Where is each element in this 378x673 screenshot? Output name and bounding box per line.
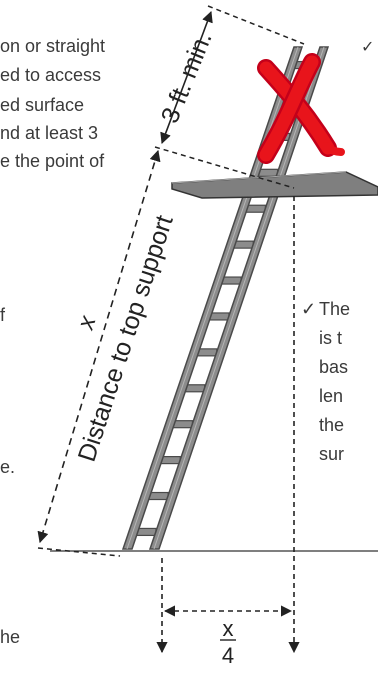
ground-extension-line — [37, 547, 121, 557]
top-support-platform — [171, 171, 378, 199]
ladder-rung — [221, 276, 242, 285]
ladder-rung — [160, 456, 181, 465]
distance-dimension-arrow — [37, 149, 161, 544]
right-text-line-1: The — [319, 299, 351, 319]
ladder-rung — [257, 168, 279, 177]
x-variable-label: x — [72, 312, 102, 334]
offset-numerator: x — [223, 616, 234, 641]
ladder-rung — [184, 384, 206, 393]
left-text-line-4: nd at least 3 — [0, 123, 99, 143]
right-text-line-2: is t — [319, 328, 343, 348]
ladder-rung — [197, 348, 218, 357]
ladder-rung — [148, 491, 169, 501]
ladder-rung — [233, 240, 254, 249]
ladder-right-rail-highlight — [153, 46, 325, 550]
left-text-fragment-2: e. — [0, 457, 16, 477]
check-mark-icon: ✓ — [301, 299, 317, 319]
check-mark-icon: ✓ — [361, 39, 375, 56]
right-text-line-4: len — [319, 386, 344, 406]
clearance-label: 3 ft. min. — [156, 28, 218, 127]
right-text-line-6: sur — [319, 444, 345, 464]
left-text-fragment-3: he — [0, 627, 21, 647]
distance-label: Distance to top support — [73, 212, 179, 465]
ladder-rung — [172, 420, 194, 429]
ladder-rung — [209, 312, 230, 321]
platform-extension-line — [154, 146, 295, 189]
left-text-line-1: on or straight — [0, 36, 106, 56]
left-text-line-3: ed surface — [0, 95, 85, 115]
right-text-line-5: the — [319, 415, 345, 435]
offset-denominator: 4 — [222, 643, 234, 668]
prohibited-x-icon — [257, 53, 345, 164]
left-text-line-2: ed to access — [0, 65, 102, 85]
left-text-fragment-1: f — [0, 305, 6, 325]
clearance-dimension-arrow — [160, 10, 213, 145]
ladder-rung — [136, 527, 157, 537]
clearance-extension-line — [207, 5, 305, 45]
right-text-line-3: bas — [319, 357, 349, 377]
ladder-rung — [245, 204, 267, 213]
